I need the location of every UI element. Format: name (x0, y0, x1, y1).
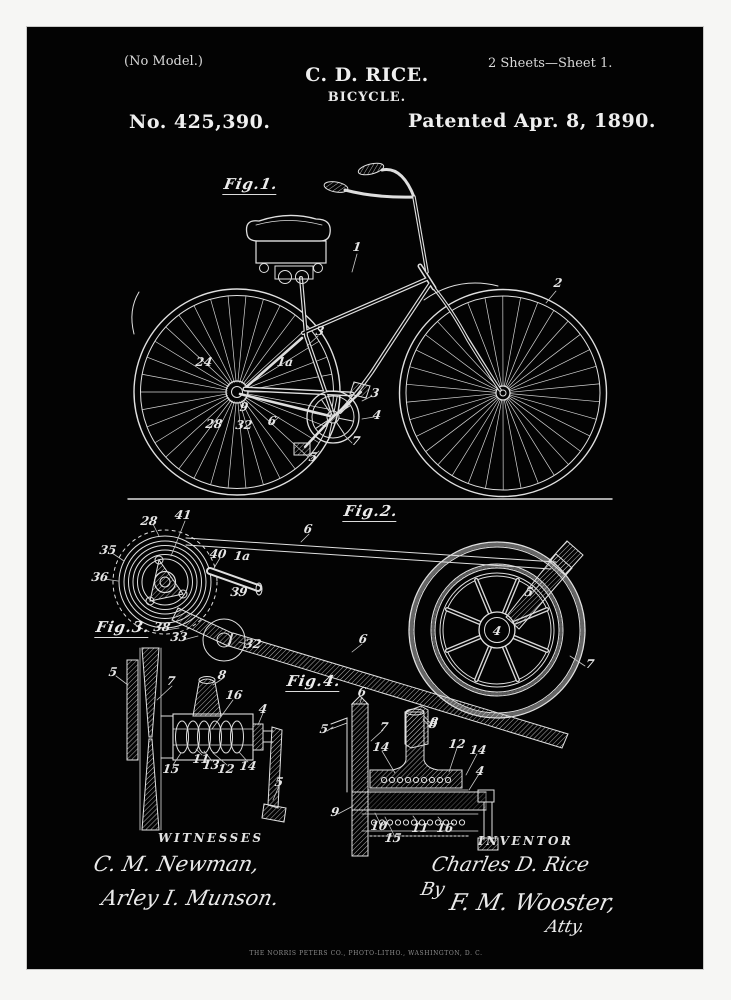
witness-signature-2: Arley I. Munson. (99, 886, 282, 910)
fig4-part-11: 11 (410, 821, 430, 835)
fig1-part-32: 32 (234, 418, 254, 432)
front-wheel-spokes (406, 296, 600, 490)
fig4-label: Fig.4. (285, 672, 343, 692)
fig3-part-12: 12 (216, 762, 236, 776)
fig2-label: Fig.2. (342, 502, 400, 522)
witness-signature-1: C. M. Newman, (91, 852, 262, 876)
inventor-signature: Charles D. Rice (429, 852, 592, 876)
fig4-ratchet-section (326, 695, 499, 857)
fig3-label: Fig.3. (94, 618, 152, 638)
fig3-pulley-section (115, 647, 287, 831)
fig2-part-35: 35 (98, 543, 118, 557)
patent-number: No. 425,390. (129, 111, 271, 133)
no-model-note: (No Model.) (124, 54, 203, 69)
fig1-bicycle (127, 162, 613, 500)
fig3-part-14: 14 (238, 759, 258, 773)
fig4-part-14: 14 (468, 743, 488, 757)
invention-title: BICYCLE. (327, 90, 407, 105)
fig1-label: Fig.1. (222, 175, 280, 195)
rear-wheel-spokes (140, 296, 334, 488)
fig1-part-1a: 1a (275, 355, 295, 369)
fig4-leader-lines (326, 696, 480, 836)
fig2-part-39: 39 (229, 585, 249, 599)
sheet-count: 2 Sheets—Sheet 1. (488, 56, 613, 71)
fig2-part-38: 38 (152, 620, 172, 634)
fig3-part-16: 16 (224, 688, 244, 702)
by-label: By (418, 879, 447, 900)
attorney-title: Atty. (543, 917, 587, 937)
fig2-part-40: 40 (208, 547, 228, 561)
fig2-part-41: 41 (173, 508, 193, 522)
fig2-leader-lines (103, 520, 586, 728)
fig4-part-14: 14 (371, 740, 391, 754)
patent-date: Patented Apr. 8, 1890. (408, 110, 656, 132)
fig3-leader-lines (115, 675, 280, 801)
applicant-name: C. D. RICE. (305, 64, 429, 86)
fig4-part-16: 16 (435, 821, 455, 835)
fig4-part-15: 15 (383, 831, 403, 845)
attorney-signature: F. M. Wooster, (447, 890, 619, 916)
fig1-part-28: 28 (204, 417, 224, 431)
fig2-drive-gear (103, 520, 586, 749)
fig4-part-12: 12 (447, 737, 467, 751)
fig3-part-15: 15 (161, 762, 181, 776)
fig2-part-33: 33 (169, 630, 189, 644)
fig2-part-1a: 1a (232, 549, 252, 563)
lithographer-credit: THE NORRIS PETERS CO., PHOTO-LITHO., WAS… (249, 950, 483, 957)
fig2-part-36: 36 (90, 570, 110, 584)
fig2-part-32: 32 (243, 637, 263, 651)
fig1-part-24: 24 (194, 355, 214, 369)
inventor-heading: INVENTOR (478, 834, 574, 848)
witnesses-heading: WITNESSES (158, 831, 264, 845)
fig1-leader-lines (270, 253, 557, 460)
fig2-part-28: 28 (139, 514, 159, 528)
